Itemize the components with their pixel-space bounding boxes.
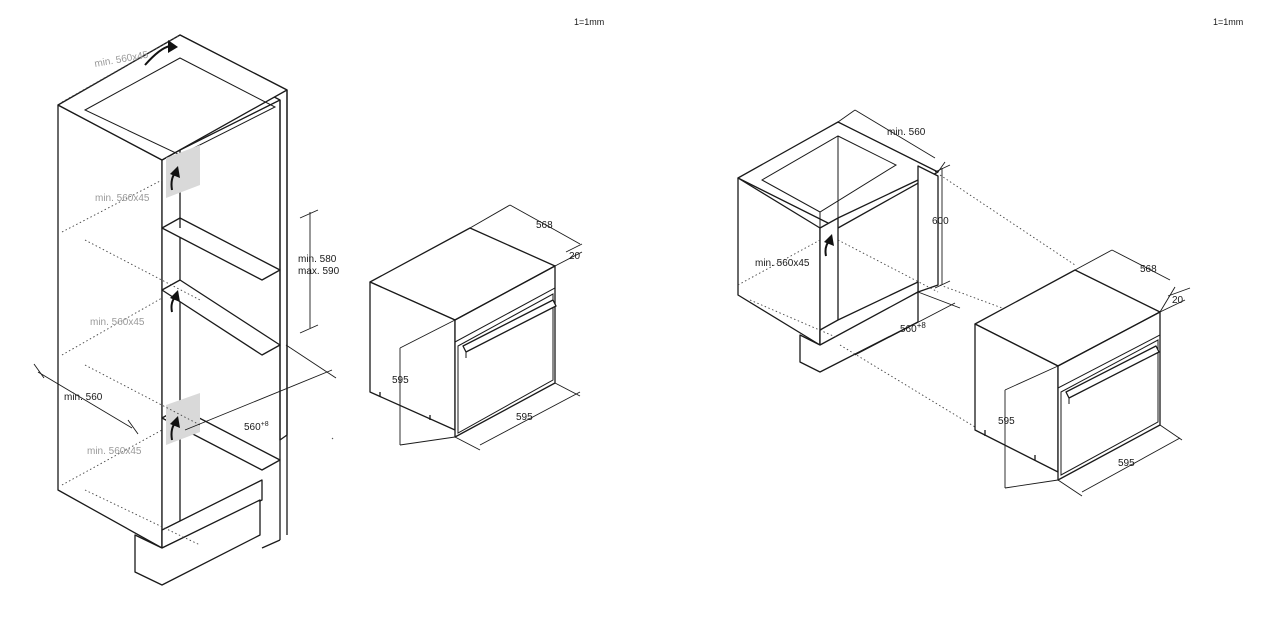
tall-cabinet-front-edge (161, 149, 181, 549)
tall-cabinet-shelf-upper (161, 217, 281, 281)
base-cabinet-depth-label: 560+8 (900, 321, 926, 335)
oven-right-handle (1065, 345, 1160, 399)
niche-width-dimension-line (37, 371, 133, 429)
oven-right-thickness-label: 20 (1172, 295, 1184, 306)
oven-left-door (457, 293, 554, 434)
base-cabinet-depth-dimension-line (854, 302, 956, 356)
tall-cabinet: min. 560x45 min. 560x45 min. 560x45 min.… (33, 34, 340, 586)
oven-left: 568 20 595 595 (369, 204, 583, 451)
niche-height-min: min. 580 (298, 254, 337, 265)
base-cabinet-vent-label: min. 560x45 (755, 258, 810, 269)
oven-right-height-label: 595 (998, 416, 1015, 427)
scale-label-right: 1=1mm (1213, 17, 1243, 27)
oven-right-thickness-dimension-line (1167, 287, 1191, 297)
base-cabinet-top-opening (760, 135, 898, 213)
oven-right: 568 20 595 595 (974, 249, 1191, 497)
oven-right-depth-label: 568 (1140, 264, 1157, 275)
niche-height-max: max. 590 (298, 266, 340, 277)
oven-left-depth-dimension-line (509, 204, 556, 231)
base-cabinet-back-panel (917, 165, 939, 293)
base-cabinet-height-label: 600 (932, 216, 949, 227)
tall-cabinet-base (134, 499, 261, 586)
oven-left-depth-label: 568 (536, 220, 553, 231)
niche-width-label: min. 560 (64, 392, 103, 403)
base-cabinet: min. 560 600 min. 560x45 560+8 (737, 109, 1076, 431)
oven-left-width-label: 595 (516, 412, 533, 423)
oven-left-handle (462, 299, 557, 353)
vent-label-middle: min. 560x45 (90, 317, 145, 328)
oven-left-height-label: 595 (392, 375, 409, 386)
oven-right-width-label: 595 (1118, 458, 1135, 469)
oven-right-door (1060, 339, 1159, 476)
niche-depth-dimension-line (184, 369, 333, 431)
oven-right-width-dimension-line (1081, 437, 1181, 493)
tall-cabinet-top-inner (83, 57, 277, 156)
niche-depth-label: 560+8 (244, 421, 269, 433)
tall-cabinet-plinth (161, 479, 263, 549)
scale-label-left: 1=1mm (574, 17, 604, 27)
vent-shade-upper (166, 145, 200, 198)
base-cabinet-width-dimension-line (854, 109, 936, 159)
vent-label-bottom: min. 560x45 (87, 446, 142, 457)
oven-right-depth-dimension-line (1111, 249, 1171, 281)
oven-left-thickness-label: 20 (569, 251, 581, 262)
tall-cabinet-shelf-middle (161, 279, 281, 356)
vent-label-upper: min. 560x45 (95, 193, 150, 204)
oven-left-width-dimension-line (479, 391, 581, 446)
oven-left-thickness-dimension-line (565, 243, 583, 253)
base-cabinet-width-label: min. 560 (887, 127, 926, 138)
vent-shade-lower (166, 393, 200, 445)
